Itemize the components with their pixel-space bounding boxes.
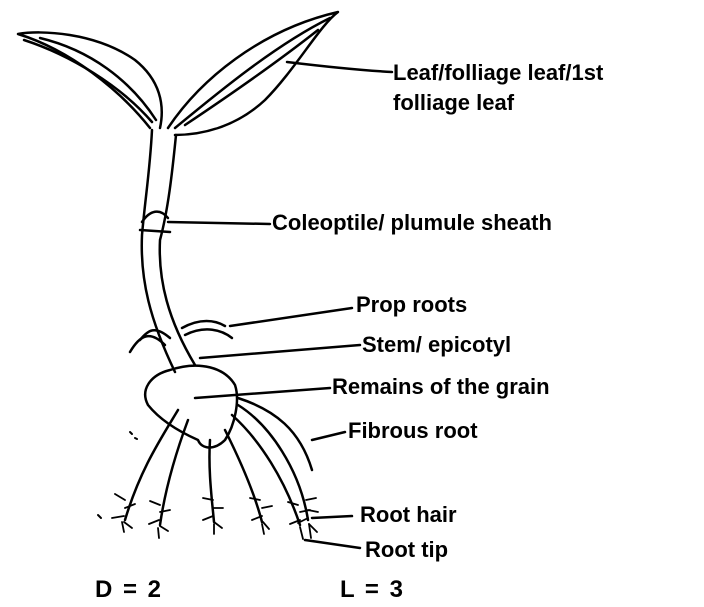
leader-root-hair	[312, 516, 352, 518]
leader-grain	[195, 388, 330, 398]
score-l: L = 3	[340, 576, 405, 604]
leader-coleoptile	[168, 222, 270, 224]
score-d: D = 2	[95, 576, 163, 604]
right-leaf	[168, 12, 338, 135]
leader-root-tip	[305, 540, 360, 548]
label-fibrous-root: Fibrous root	[348, 418, 478, 443]
leader-fibrous-root	[312, 432, 345, 440]
leader-prop-roots	[230, 308, 352, 326]
grain	[145, 366, 237, 448]
label-coleoptile: Coleoptile/ plumule sheath	[272, 210, 552, 235]
leader-leaf	[287, 62, 392, 72]
label-grain: Remains of the grain	[332, 374, 550, 399]
label-prop-roots: Prop roots	[356, 292, 467, 317]
label-leaf-line1: Leaf/folliage leaf/1st	[393, 60, 603, 85]
fibrous-roots	[125, 398, 312, 525]
label-root-hair: Root hair	[360, 502, 457, 527]
label-leaf-line2: folliage leaf	[393, 90, 514, 115]
root-hairs	[112, 494, 318, 532]
left-leaf	[18, 32, 162, 128]
label-stem: Stem/ epicotyl	[362, 332, 511, 357]
label-root-tip: Root tip	[365, 537, 448, 562]
leader-stem	[200, 345, 360, 358]
